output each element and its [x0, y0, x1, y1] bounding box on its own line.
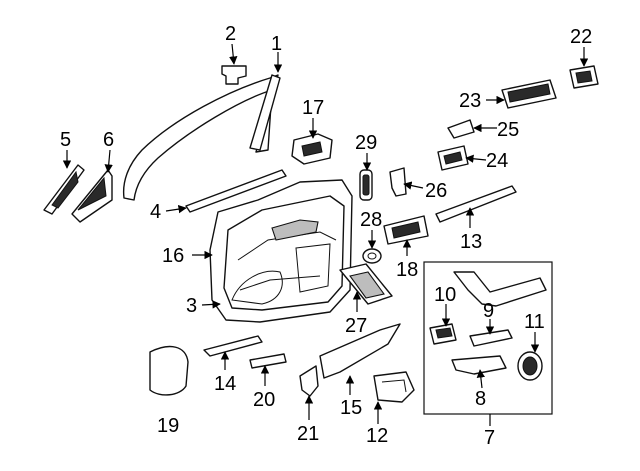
part-11-vent — [517, 351, 543, 381]
callout-1: 1 — [271, 33, 282, 55]
callout-22: 22 — [570, 26, 592, 48]
callout-16: 16 — [162, 245, 184, 267]
callout-13: 13 — [460, 231, 482, 253]
part-4-weatherstrip — [185, 169, 287, 213]
part-12-bracket — [373, 371, 415, 403]
callout-7: 7 — [484, 427, 495, 449]
part-28-grommet — [362, 248, 382, 264]
callout-28: 28 — [360, 209, 382, 231]
part-13-trim-strip — [435, 185, 517, 223]
callout-9: 9 — [483, 300, 494, 322]
callout-18: 18 — [396, 259, 418, 281]
part-22-switch — [569, 65, 599, 89]
callout-24: 24 — [486, 150, 508, 172]
callout-8: 8 — [475, 388, 486, 410]
part-7-trim-assembly — [453, 271, 547, 307]
callout-29: 29 — [355, 132, 377, 154]
callout-5: 5 — [60, 129, 71, 151]
callout-26: 26 — [425, 180, 447, 202]
part-14-strip — [203, 335, 263, 357]
part-16-3-door-panel — [209, 179, 353, 323]
leader-lines — [62, 43, 589, 426]
callout-12: 12 — [366, 425, 388, 447]
part-20-strip — [249, 353, 287, 369]
part-23-window-switch — [501, 79, 557, 109]
callout-17: 17 — [302, 97, 324, 119]
callout-labels: 1 2 3 4 5 6 7 8 9 10 11 12 13 14 15 16 1… — [60, 23, 592, 449]
part-2-clip — [221, 65, 247, 85]
callout-14: 14 — [214, 373, 236, 395]
part-10-insert — [429, 323, 457, 345]
callout-20: 20 — [253, 389, 275, 411]
callout-2: 2 — [225, 23, 236, 45]
part-5-trim-cover — [43, 164, 85, 215]
part-8-trim — [451, 355, 507, 375]
part-19-cover — [149, 345, 189, 396]
callout-21: 21 — [297, 423, 319, 445]
part-29-insert — [359, 169, 373, 201]
part-24-switch — [437, 145, 469, 171]
part-27-armrest — [339, 263, 393, 305]
callout-27: 27 — [345, 315, 367, 337]
callout-25: 25 — [497, 119, 519, 141]
callout-11: 11 — [524, 311, 545, 333]
part-26-bracket — [389, 167, 407, 197]
callout-15: 15 — [340, 397, 362, 419]
callout-23: 23 — [459, 90, 481, 112]
callout-4: 4 — [150, 201, 161, 223]
callout-10: 10 — [434, 284, 456, 306]
inset-box-7 — [423, 261, 553, 415]
part-9-trim — [469, 329, 513, 347]
callout-6: 6 — [103, 129, 114, 151]
part-1-pillar-trim — [122, 74, 281, 201]
part-15-lower-trim — [319, 323, 401, 379]
part-17-handle — [291, 133, 333, 165]
part-21-bracket — [299, 365, 319, 397]
callout-3: 3 — [186, 295, 197, 317]
part-18-pull-cup — [383, 215, 429, 245]
part-25-switch-bezel — [447, 119, 475, 139]
part-6-trim-cover — [71, 169, 113, 223]
callout-19: 19 — [157, 415, 179, 437]
